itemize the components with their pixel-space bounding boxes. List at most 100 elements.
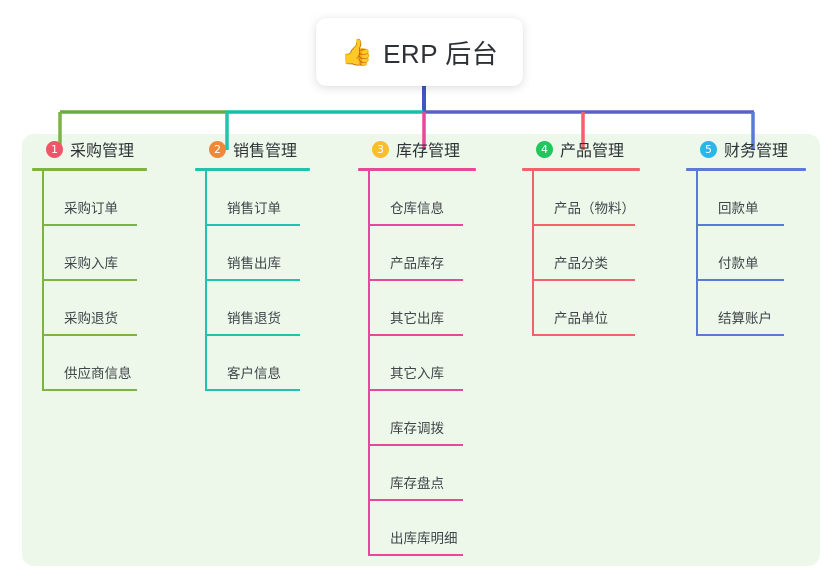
branch-header-rule-1 [32,168,147,171]
branch-item-rule [42,389,137,391]
branch-item-rule [532,224,635,226]
branch-item-label: 付款单 [718,256,759,271]
branch-badge-5: 5 [700,140,717,158]
branch-item-label: 供应商信息 [64,366,132,381]
branch-item-rule [532,334,635,336]
branch-item[interactable]: 库存调拨 [368,391,476,446]
branch-spine-1 [42,171,44,391]
branch-header-rule-2 [195,168,310,171]
thumbs-up-icon: 👍 [340,37,374,67]
branch-item[interactable]: 销售退货 [205,281,310,336]
branch-spine-3 [368,171,370,556]
branch-item-rule [368,334,463,336]
branch-badge-4: 4 [536,140,553,158]
branch-item-label: 产品分类 [554,256,608,271]
branch-title-4: 产品管理 [560,143,625,160]
branch-item-label: 产品单位 [554,311,608,326]
branch-item-label: 出库库明细 [390,531,458,546]
branch-header-2[interactable]: 2 销售管理 [195,134,310,164]
branch-item-rule [205,279,300,281]
branch-item-rule [696,279,784,281]
diagram-background-panel [22,134,820,566]
branch-badge-1: 1 [46,140,63,158]
branch-item[interactable]: 销售订单 [205,171,310,226]
branch-item[interactable]: 产品库存 [368,226,476,281]
branch-item[interactable]: 供应商信息 [42,336,147,391]
branch-item-label: 客户信息 [227,366,281,381]
branch-item[interactable]: 产品（物料） [532,171,640,226]
branch-title-5: 财务管理 [724,143,789,160]
branch-items-1: 采购订单采购入库采购退货供应商信息 [42,171,147,391]
branch-item[interactable]: 付款单 [696,226,806,281]
branch-item-label: 仓库信息 [390,201,444,216]
branch-item-label: 销售订单 [227,201,281,216]
root-node-title: ERP 后台 [383,38,499,69]
branch-title-2: 销售管理 [233,143,298,160]
branch-item[interactable]: 其它出库 [368,281,476,336]
branch-item-label: 结算账户 [718,311,772,326]
branch-items-5: 回款单付款单结算账户 [696,171,806,336]
branch-header-rule-5 [686,168,806,171]
branch-item[interactable]: 其它入库 [368,336,476,391]
branch-item-rule [42,334,137,336]
branch-item-rule [696,224,784,226]
branch-item-label: 销售退货 [227,311,281,326]
branch-item-rule [368,224,463,226]
branch-header-5[interactable]: 5 财务管理 [686,134,806,164]
branch-item[interactable]: 仓库信息 [368,171,476,226]
branch-item[interactable]: 采购入库 [42,226,147,281]
branch-item-rule [368,554,463,556]
branch-item-rule [205,389,300,391]
branch-item-label: 库存调拨 [390,421,444,436]
branch-item[interactable]: 回款单 [696,171,806,226]
branch-header-3[interactable]: 3 库存管理 [358,134,476,164]
branch-column-3: 3 库存管理仓库信息产品库存其它出库其它入库库存调拨库存盘点出库库明细 [358,134,476,556]
branch-item-label: 产品库存 [390,256,444,271]
branch-badge-3: 3 [372,140,389,158]
branch-item[interactable]: 产品分类 [532,226,640,281]
branch-item[interactable]: 出库库明细 [368,501,476,556]
branch-items-2: 销售订单销售出库销售退货客户信息 [205,171,310,391]
branch-items-3: 仓库信息产品库存其它出库其它入库库存调拨库存盘点出库库明细 [368,171,476,556]
branch-item[interactable]: 销售出库 [205,226,310,281]
branch-item-label: 销售出库 [227,256,281,271]
branch-header-rule-3 [358,168,476,171]
branch-item-label: 库存盘点 [390,476,444,491]
branch-item-rule [368,279,463,281]
branch-column-5: 5 财务管理回款单付款单结算账户 [686,134,806,336]
branch-column-2: 2 销售管理销售订单销售出库销售退货客户信息 [195,134,310,391]
branch-item-rule [42,279,137,281]
branch-item-label: 采购订单 [64,201,118,216]
branch-title-3: 库存管理 [396,143,461,160]
branch-item-label: 采购退货 [64,311,118,326]
branch-item-label: 其它出库 [390,311,444,326]
branch-spine-5 [696,171,698,336]
branch-item[interactable]: 采购退货 [42,281,147,336]
branch-item[interactable]: 采购订单 [42,171,147,226]
branch-item-rule [368,499,463,501]
branch-item-label: 产品（物料） [554,201,635,216]
branch-item[interactable]: 产品单位 [532,281,640,336]
branch-item[interactable]: 结算账户 [696,281,806,336]
branch-item-rule [205,334,300,336]
root-node-title-card[interactable]: 👍 ERP 后台 [316,18,523,86]
branch-spine-2 [205,171,207,391]
branch-item[interactable]: 客户信息 [205,336,310,391]
branch-item-rule [205,224,300,226]
branch-badge-2: 2 [209,140,226,158]
branch-header-4[interactable]: 4 产品管理 [522,134,640,164]
branch-item-label: 回款单 [718,201,759,216]
branch-column-4: 4 产品管理产品（物料） 产品分类产品单位 [522,134,640,336]
branch-item-rule [532,279,635,281]
branch-item-label: 其它入库 [390,366,444,381]
branch-header-rule-4 [522,168,640,171]
branch-spine-4 [532,171,534,336]
branch-item-rule [42,224,137,226]
branch-item-rule [368,389,463,391]
branch-item-label: 采购入库 [64,256,118,271]
branch-item[interactable]: 库存盘点 [368,446,476,501]
